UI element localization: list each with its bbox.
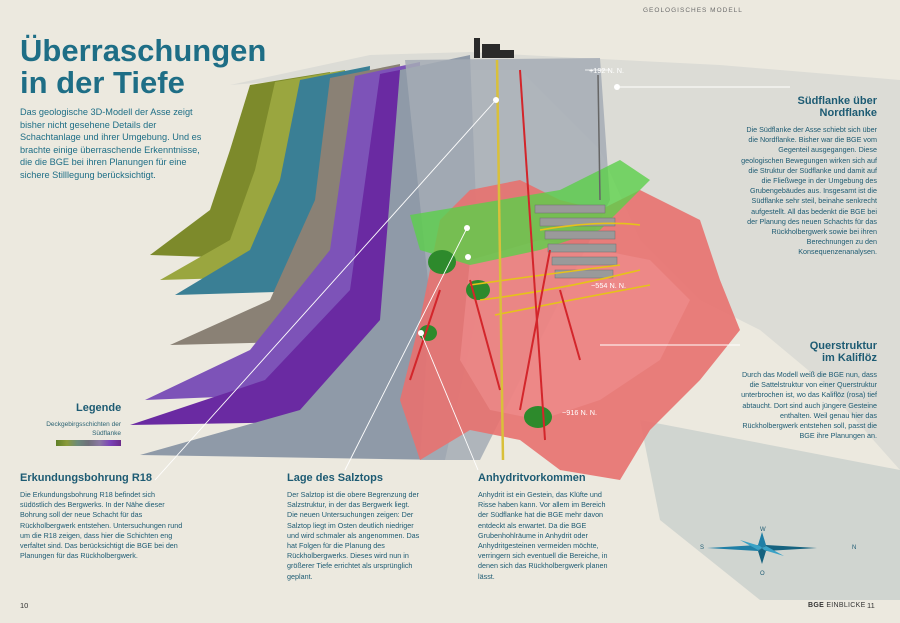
borehole-red-3: [469, 279, 501, 391]
footer-brand: BGE EINBLICKE: [808, 602, 866, 609]
compass-s: S: [700, 545, 705, 551]
legend-title: Legende: [76, 402, 122, 414]
leader-dots: [418, 84, 620, 336]
legend-color-bar: [56, 440, 121, 446]
legend-subtitle: Deckgebirgsschichten der Südflanke: [46, 421, 121, 437]
section-salztop-text: Der Salztop ist die obere Begrenzung der…: [287, 490, 420, 581]
elevation-label-low: −916 N. N.: [562, 408, 598, 417]
elevation-label-mid: −554 N. N.: [591, 281, 627, 290]
section-label: GEOLOGISCHES MODELL: [643, 7, 743, 14]
section-salztop: Lage des Salztops Der Salztop ist die ob…: [287, 472, 422, 582]
section-salztop-title: Lage des Salztops: [287, 472, 383, 484]
borehole-grey: [597, 74, 601, 201]
section-suedflanke-text: Die Südflanke der Asse schiebt sich über…: [741, 125, 877, 257]
compass-o: O: [760, 571, 765, 577]
drift-lines: [469, 222, 651, 316]
section-anhydrit: Anhydritvorkommen Anhydrit ist ein Geste…: [478, 472, 613, 582]
section-suedflanke-title-2: Nordflanke: [819, 107, 877, 119]
intro-text: Das geologische 3D-Modell der Asse zeigt…: [20, 107, 202, 180]
section-anhydrit-title: Anhydritvorkommen: [478, 472, 586, 484]
borehole-red-1: [519, 69, 546, 441]
anhydrite-body-1: [428, 250, 456, 274]
page-title-line-2: in der Tiefe: [20, 65, 185, 100]
section-querstruktur: Querstruktur im Kaliflöz Durch das Model…: [740, 340, 877, 441]
footer-brand-name: BGE: [808, 602, 825, 609]
section-anhydrit-text: Anhydrit ist ein Gestein, das Klüfte und…: [478, 490, 608, 581]
section-erkundung-title: Erkundungsbohrung R18: [20, 472, 152, 484]
headframe-building: [474, 38, 514, 58]
page-number-left: 10: [20, 601, 29, 610]
section-suedflanke-title-1: Südflanke über: [797, 95, 877, 107]
section-erkundung: Erkundungsbohrung R18 Die Erkundungsbohr…: [20, 472, 185, 561]
salt-structure-highlight: [460, 240, 690, 420]
section-erkundung-text: Die Erkundungsbohrung R18 befindet sich …: [20, 490, 183, 561]
compass-rose-icon: [707, 532, 817, 564]
compass-w: W: [760, 527, 766, 533]
anhydrite-body-4: [524, 406, 552, 428]
leader-lines: [154, 86, 790, 481]
terrain-surface: [230, 52, 900, 470]
compass-n: N: [852, 545, 857, 551]
borehole-red-2: [409, 289, 441, 381]
stratum-grey-blue: [140, 55, 480, 460]
section-querstruktur-title-1: Querstruktur: [809, 340, 877, 352]
footer-publication: EINBLICKE: [826, 602, 866, 609]
shaft-yellow: [495, 59, 505, 461]
terrain-lower-right: [640, 420, 900, 600]
section-suedflanke: Südflanke über Nordflanke Die Südflanke …: [740, 95, 877, 258]
borehole-red-4: [519, 249, 551, 411]
section-querstruktur-title-2: im Kaliflöz: [821, 352, 877, 364]
page-title-line-1: Überraschungen: [20, 33, 267, 68]
borehole-red-5: [559, 289, 581, 361]
section-querstruktur-text: Durch das Modell weiß die BGE nun, dass …: [741, 370, 877, 441]
page-number-right: 11: [867, 601, 875, 610]
elevation-label-top: +192 N. N.: [589, 66, 625, 75]
page-title: Überraschungen in der Tiefe: [20, 35, 266, 99]
